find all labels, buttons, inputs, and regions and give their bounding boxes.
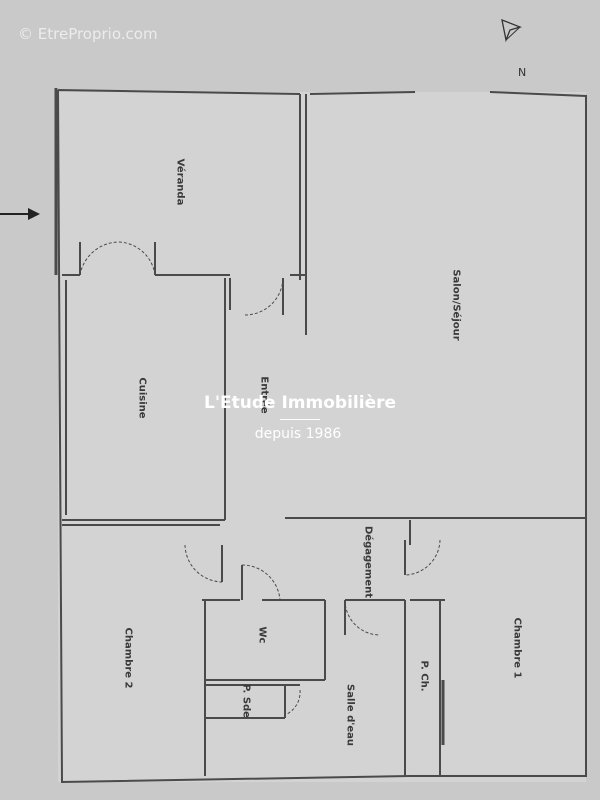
room-label-cuisine: Cuisine	[136, 377, 148, 419]
wall-salle-eau	[345, 599, 406, 776]
wall-wc	[205, 600, 326, 681]
door-veranda-right	[117, 241, 156, 276]
agency-name: L'Etude Immobilière	[203, 393, 397, 413]
walls	[54, 88, 587, 784]
door-psde	[284, 689, 301, 716]
outer-wall	[57, 89, 587, 784]
wall-cuisine-bottom	[62, 519, 225, 526]
room-label-p-ch: P. Ch.	[418, 660, 430, 692]
wall-chambre1	[409, 520, 445, 776]
room-label-salon: Salon/Séjour	[450, 269, 462, 341]
room-label-chambre1: Chambre 1	[511, 617, 523, 679]
wall-chambre2-right	[202, 599, 325, 776]
door-chambre2	[184, 544, 223, 583]
room-label-wc: Wc	[256, 626, 268, 644]
room-label-degagement: Dégagement	[362, 525, 374, 599]
room-label-p-sde: P. Sde	[240, 684, 252, 718]
door-chambre1	[404, 539, 441, 576]
wall-cuisine-right	[224, 278, 231, 520]
room-label-salle-eau: Salle d'eau	[344, 684, 356, 746]
watermark-text: © EtreProprio.com	[18, 25, 158, 43]
wall-psde	[205, 684, 300, 719]
door-veranda-left	[79, 241, 119, 276]
compass-north-label: N	[518, 66, 527, 79]
wall-veranda-salon	[299, 94, 307, 335]
agency-tagline: depuis 1986	[254, 426, 342, 442]
room-label-chambre2: Chambre 2	[122, 627, 134, 689]
plan-interior	[58, 92, 586, 782]
compass-icon	[501, 18, 522, 43]
entry-arrow-icon	[0, 208, 40, 220]
door-leaves	[79, 242, 406, 635]
door-wc	[241, 564, 281, 601]
agency-divider	[280, 419, 320, 420]
room-label-veranda: Véranda	[174, 158, 186, 206]
